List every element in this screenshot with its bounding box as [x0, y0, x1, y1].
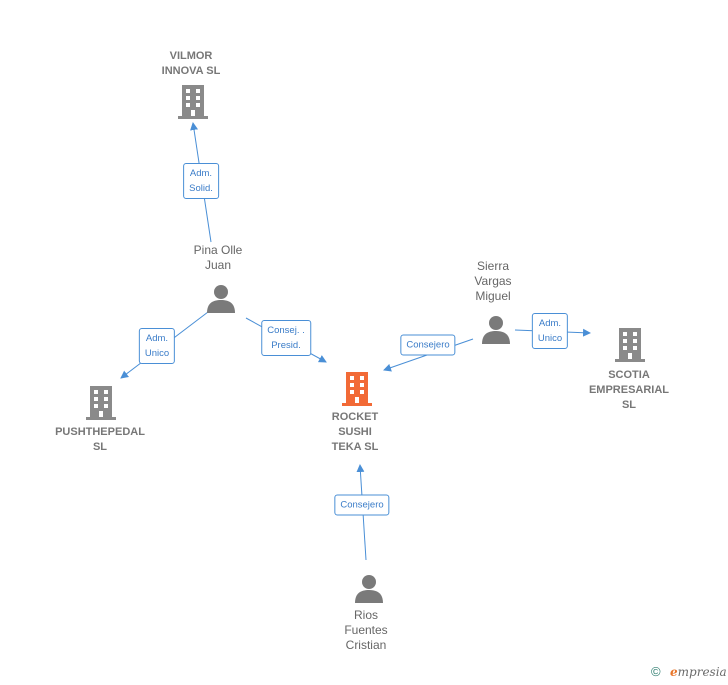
node-rios-label[interactable]: Rios Fuentes Cristian	[344, 608, 388, 652]
brand-initial: e	[670, 665, 678, 679]
edge-label-sierra-scotia: Adm. Unico	[531, 313, 569, 349]
edge-label-pina-pushthepedal: Adm. Unico	[138, 328, 176, 364]
person-icon	[482, 316, 510, 344]
brand-name: mpresia	[677, 665, 727, 679]
edge-label-pina-rocket: Consej. . Presid.	[261, 320, 311, 356]
node-pina-label[interactable]: Pina Olle Juan	[193, 243, 243, 272]
brand-logo[interactable]: empresia	[670, 665, 727, 679]
building-icon	[615, 328, 645, 362]
edge-label-sierra-rocket: Consejero	[400, 334, 456, 356]
node-vilmor-label[interactable]: VILMOR INNOVA SL	[161, 50, 221, 77]
edge-label-rios-rocket: Consejero	[334, 494, 390, 516]
person-icon	[355, 575, 383, 603]
building-icon-main	[342, 372, 372, 406]
node-sierra-label[interactable]: Sierra Vargas Miguel	[474, 259, 512, 303]
building-icon	[178, 85, 208, 119]
building-icon	[86, 386, 116, 420]
edge-label-pina-vilmor: Adm. Solid.	[183, 163, 219, 199]
person-icon	[207, 285, 235, 313]
node-rocket-label[interactable]: ROCKET SUSHI TEKA SL	[331, 411, 379, 453]
node-pushthepedal-label[interactable]: PUSHTHEPEDAL SL	[55, 426, 145, 453]
copyright-symbol: ©	[651, 664, 661, 679]
node-scotia-label[interactable]: SCOTIA EMPRESARIAL SL	[588, 369, 670, 411]
